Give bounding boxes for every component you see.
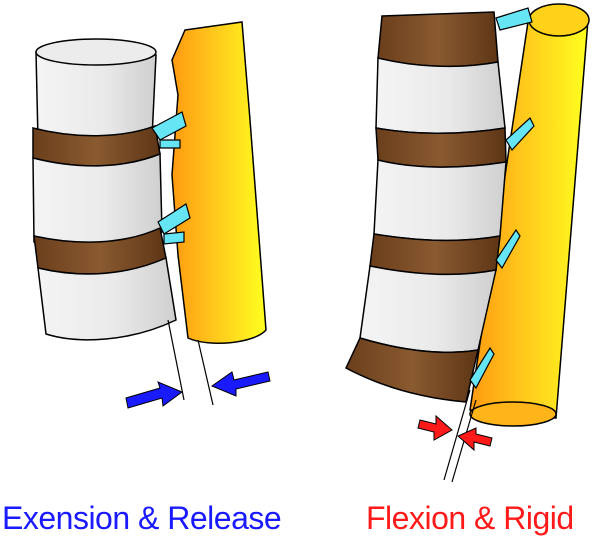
right-vertebra-bottom xyxy=(359,265,497,354)
right-disc-3 xyxy=(369,233,501,276)
right-disc-top xyxy=(377,11,499,68)
left-vertebra-bottom xyxy=(37,256,177,341)
left-rod xyxy=(171,21,267,344)
right-disc-2 xyxy=(375,127,507,168)
left-connector-bottom xyxy=(157,203,191,245)
right-connector-4 xyxy=(469,346,495,390)
extension-release-model xyxy=(32,21,271,409)
right-vertebra-middle xyxy=(373,159,507,242)
left-connector-top xyxy=(151,111,187,149)
caption-extension-release: Exension & Release xyxy=(2,500,282,536)
left-gap-lines xyxy=(167,319,214,406)
right-connector-2 xyxy=(505,117,535,151)
left-vertebra-top xyxy=(35,38,157,147)
right-rod xyxy=(469,3,590,427)
flexion-arrows-icon xyxy=(417,414,493,452)
caption-flexion-rigid: Flexion & Rigid xyxy=(366,500,574,536)
left-vertebra-middle xyxy=(32,152,163,248)
right-connector-3 xyxy=(495,228,521,270)
right-vertebra-top xyxy=(375,57,506,134)
extension-arrows-icon xyxy=(125,371,271,409)
flexion-rigid-model xyxy=(345,3,590,483)
right-connector-1 xyxy=(495,7,533,31)
